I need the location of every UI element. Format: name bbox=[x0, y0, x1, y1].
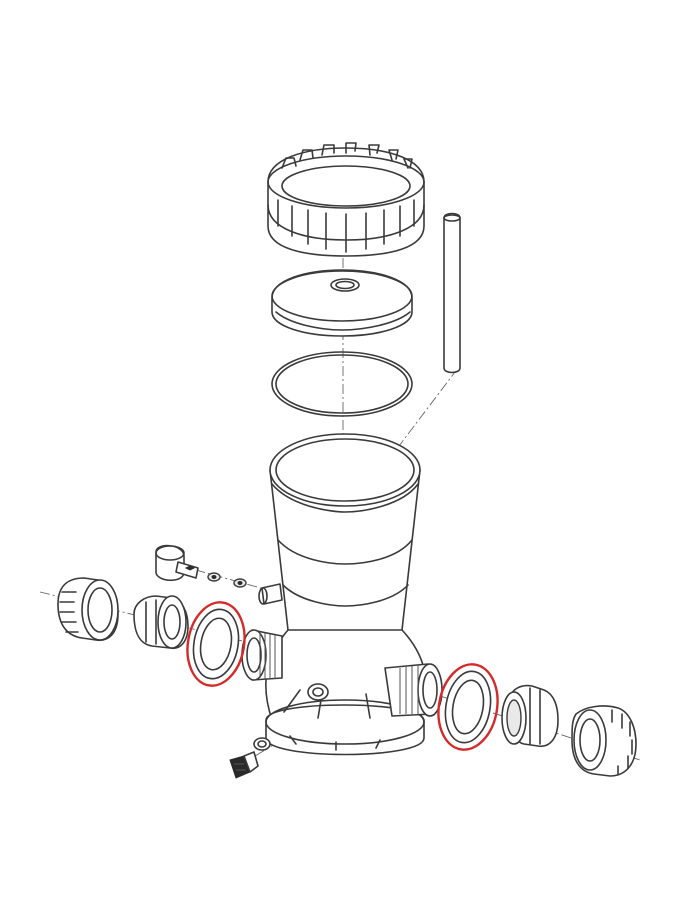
flow-control-valve-knob bbox=[155, 544, 199, 582]
left-union-o-ring bbox=[186, 601, 246, 687]
lid-lock-ring bbox=[267, 142, 425, 257]
drain-plug bbox=[229, 751, 259, 779]
right-threaded-port bbox=[384, 663, 443, 717]
canister-body bbox=[258, 433, 427, 756]
right-union-tailpiece bbox=[501, 684, 559, 747]
left-union-nut bbox=[57, 577, 119, 642]
left-union-tailpiece bbox=[133, 595, 189, 650]
lid-o-ring bbox=[271, 351, 413, 417]
drain-plug-washer bbox=[253, 737, 271, 751]
right-union-nut bbox=[571, 705, 637, 777]
right-union-o-ring bbox=[437, 663, 499, 751]
lid bbox=[271, 269, 413, 337]
valve-washers bbox=[207, 572, 247, 588]
left-threaded-port bbox=[241, 629, 283, 681]
pick-up-tube bbox=[443, 212, 461, 374]
